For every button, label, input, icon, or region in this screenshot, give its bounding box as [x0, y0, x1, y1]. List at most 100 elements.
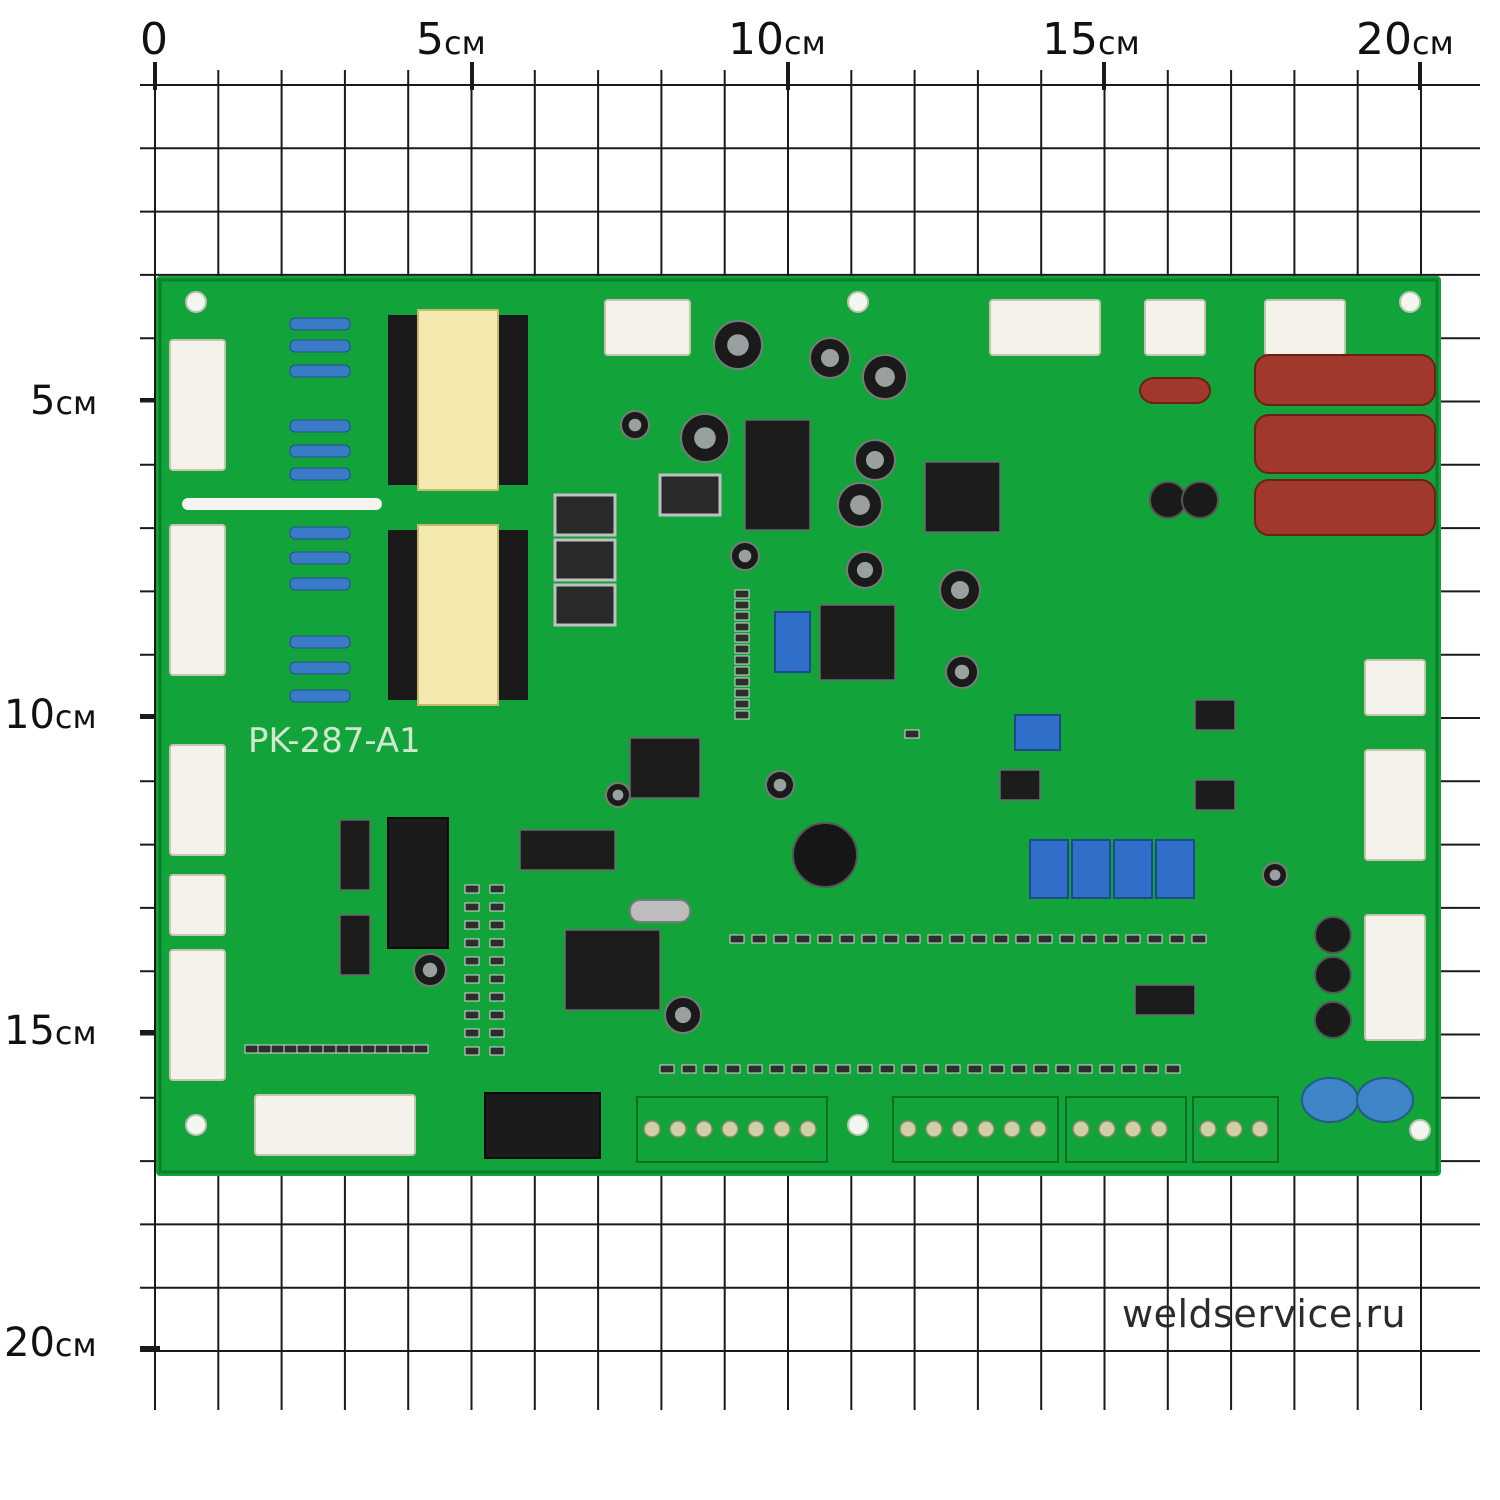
smd-component: [1015, 934, 1031, 944]
mounting-hole: [1409, 1119, 1431, 1141]
integrated-circuit: [1194, 699, 1236, 731]
smd-component: [387, 1044, 403, 1054]
smd-component: [1059, 934, 1075, 944]
connector-housing: [169, 339, 226, 471]
capacitor-top: [951, 581, 969, 599]
smd-component: [257, 1044, 273, 1054]
smd-component: [413, 1044, 429, 1054]
solder-pad: [1124, 1120, 1142, 1138]
film-capacitor: [1254, 479, 1436, 536]
smd-component: [734, 677, 750, 687]
terminal-footprint: [636, 1096, 828, 1163]
capacitor-top: [628, 418, 642, 432]
smd-component: [244, 1044, 260, 1054]
connector-housing: [1364, 914, 1426, 1041]
axial-resistor: [289, 317, 351, 331]
terminal-footprint: [1065, 1096, 1187, 1163]
axial-resistor: [289, 551, 351, 565]
smd-component: [464, 938, 480, 948]
trimmer-potentiometer: [1014, 714, 1061, 751]
smd-component: [361, 1044, 377, 1054]
connector-housing: [1364, 659, 1426, 716]
mounting-hole: [847, 291, 869, 313]
smd-component: [309, 1044, 325, 1054]
smd-component: [1147, 934, 1163, 944]
capacitor-top: [954, 664, 970, 680]
integrated-circuit: [744, 419, 811, 531]
smd-component: [270, 1044, 286, 1054]
solder-pad: [1225, 1120, 1243, 1138]
y-label-5: 5см: [30, 378, 98, 424]
integrated-circuit: [339, 914, 371, 976]
capacitor-top: [727, 334, 749, 356]
pcb-border: [158, 278, 1439, 1174]
smd-component: [734, 633, 750, 643]
integrated-circuit: [1194, 779, 1236, 811]
power-transistor: [553, 493, 617, 537]
solder-pad: [1003, 1120, 1021, 1138]
smd-component: [734, 710, 750, 720]
axial-resistor: [289, 419, 351, 433]
smd-component: [857, 1064, 873, 1074]
smd-component: [817, 934, 833, 944]
trimmer-potentiometer: [774, 611, 811, 673]
mounting-hole: [185, 1114, 207, 1136]
connector-housing: [604, 299, 691, 356]
smd-component: [464, 974, 480, 984]
smd-component: [464, 992, 480, 1002]
transformer-label: [417, 309, 499, 491]
smd-component: [905, 934, 921, 944]
smd-component: [1077, 1064, 1093, 1074]
smd-component: [1143, 1064, 1159, 1074]
solder-pad: [1029, 1120, 1047, 1138]
trimmer-potentiometer: [1113, 839, 1153, 899]
smd-component: [769, 1064, 785, 1074]
buzzer: [792, 822, 858, 888]
inductor: [1314, 1001, 1352, 1039]
smd-component: [971, 934, 987, 944]
solder-pad: [773, 1120, 791, 1138]
smd-component: [729, 934, 745, 944]
smd-component: [681, 1064, 697, 1074]
smd-component: [1011, 1064, 1027, 1074]
solder-pad: [721, 1120, 739, 1138]
smd-component: [348, 1044, 364, 1054]
smd-component: [659, 1064, 675, 1074]
power-transistor: [553, 538, 617, 582]
connector-housing: [169, 949, 226, 1081]
smd-component: [1055, 1064, 1071, 1074]
smd-component: [335, 1044, 351, 1054]
capacitor-top: [422, 962, 438, 978]
smd-component: [795, 934, 811, 944]
smd-component: [1037, 934, 1053, 944]
solder-pad: [695, 1120, 713, 1138]
smd-component: [839, 934, 855, 944]
terminal-footprint: [892, 1096, 1059, 1163]
capacitor-top: [674, 1006, 692, 1024]
film-capacitor: [1139, 377, 1211, 404]
capacitor-top: [850, 495, 870, 515]
smd-component: [464, 884, 480, 894]
smd-component: [489, 974, 505, 984]
capacitor-top: [738, 549, 752, 563]
board-model-label: PK-287-A1: [248, 721, 421, 761]
integrated-circuit: [924, 461, 1001, 533]
box-header: [387, 817, 449, 949]
integrated-circuit: [999, 769, 1041, 801]
smd-component: [813, 1064, 829, 1074]
inductor: [1314, 956, 1352, 994]
film-capacitor: [1254, 354, 1436, 406]
connector-housing: [989, 299, 1101, 356]
connector-housing: [1364, 749, 1426, 861]
smd-component: [734, 655, 750, 665]
smd-component: [489, 1010, 505, 1020]
smd-component: [949, 934, 965, 944]
axial-resistor: [289, 635, 351, 649]
smd-component: [1081, 934, 1097, 944]
smd-component: [1169, 934, 1185, 944]
solder-pad: [1072, 1120, 1090, 1138]
y-label-10: 10см: [4, 692, 97, 738]
capacitor-top: [875, 367, 895, 387]
smd-component: [923, 1064, 939, 1074]
smd-component: [904, 729, 920, 739]
